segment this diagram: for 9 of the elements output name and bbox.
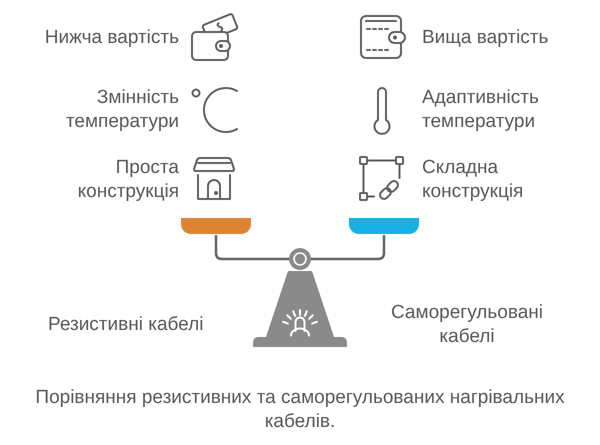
feature-label: Проста конструкція xyxy=(78,156,179,204)
cable-type-label: Саморегульовані кабелі xyxy=(391,301,543,349)
feature-label: Змінність температури xyxy=(66,86,179,134)
caption: Порівняння резистивних та саморегульованих нагрівальних кабелів. xyxy=(34,386,566,434)
feature-label: Вища вартість xyxy=(422,26,548,50)
feature-label: Складна конструкція xyxy=(422,156,524,204)
cable-type-label: Резистивні кабелі xyxy=(48,313,204,337)
feature-label: Адаптивність температури xyxy=(422,86,539,134)
feature-label: Нижча вартість xyxy=(44,26,179,50)
